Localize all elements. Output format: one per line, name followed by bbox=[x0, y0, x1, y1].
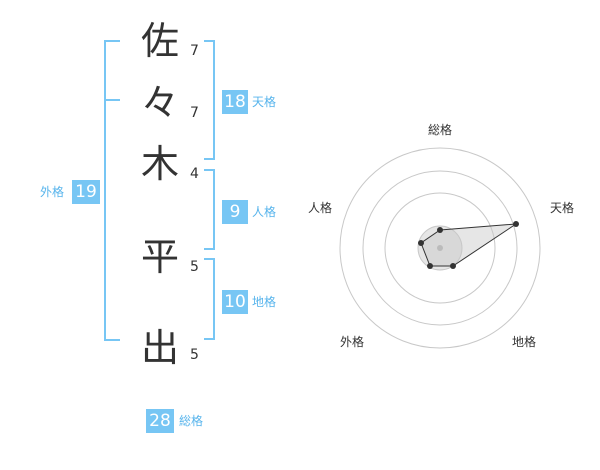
radar-label-tenkaku: 天格 bbox=[549, 201, 574, 215]
name-char-2: 々 bbox=[140, 81, 179, 125]
radar-center-point bbox=[437, 245, 443, 251]
jinkaku-bracket bbox=[204, 169, 215, 250]
stroke-count-1: 7 bbox=[190, 43, 199, 59]
stroke-count-5: 5 bbox=[190, 347, 199, 363]
radar-ring-2 bbox=[384, 192, 496, 304]
radar-label-chikaku: 地格 bbox=[511, 335, 536, 349]
radar-polygon bbox=[420, 223, 518, 267]
radar-point-tenkaku bbox=[513, 221, 519, 227]
radar-label-gaikaku: 外格 bbox=[339, 335, 364, 349]
radar-ring-4 bbox=[339, 147, 541, 349]
tenkaku-bracket bbox=[204, 40, 215, 160]
chikaku-value: 10 bbox=[222, 290, 248, 314]
radar-label-soukaku: 総格 bbox=[427, 123, 452, 137]
jinkaku-value: 9 bbox=[222, 200, 248, 224]
name-char-4: 平 bbox=[140, 235, 179, 279]
name-char-3: 木 bbox=[140, 142, 179, 186]
soukaku-value: 28 bbox=[146, 409, 174, 433]
radar-point-chikaku bbox=[450, 263, 456, 269]
radar-point-gaikaku bbox=[427, 263, 433, 269]
radar-point-soukaku bbox=[437, 227, 443, 233]
chikaku-bracket bbox=[204, 258, 215, 340]
radar-chart bbox=[339, 147, 541, 349]
name-char-5: 出 bbox=[140, 326, 179, 370]
radar-point-jinkaku bbox=[418, 240, 424, 246]
gaikaku-bracket-tick bbox=[104, 99, 120, 101]
gaikaku-value: 19 bbox=[72, 180, 100, 204]
chikaku-label: 地格 bbox=[252, 295, 277, 309]
jinkaku-label: 人格 bbox=[252, 205, 277, 219]
radar-ring-3 bbox=[362, 170, 518, 326]
soukaku-label: 総格 bbox=[179, 414, 204, 428]
stroke-count-2: 7 bbox=[190, 105, 199, 121]
tenkaku-value: 18 bbox=[222, 90, 248, 114]
tenkaku-label: 天格 bbox=[252, 95, 277, 109]
radar-label-jinkaku: 人格 bbox=[307, 201, 332, 215]
stroke-count-3: 4 bbox=[190, 166, 199, 182]
stroke-count-4: 5 bbox=[190, 259, 199, 275]
gaikaku-bracket bbox=[104, 40, 120, 341]
name-char-1: 佐 bbox=[140, 19, 179, 63]
gaikaku-label: 外格 bbox=[40, 185, 65, 199]
